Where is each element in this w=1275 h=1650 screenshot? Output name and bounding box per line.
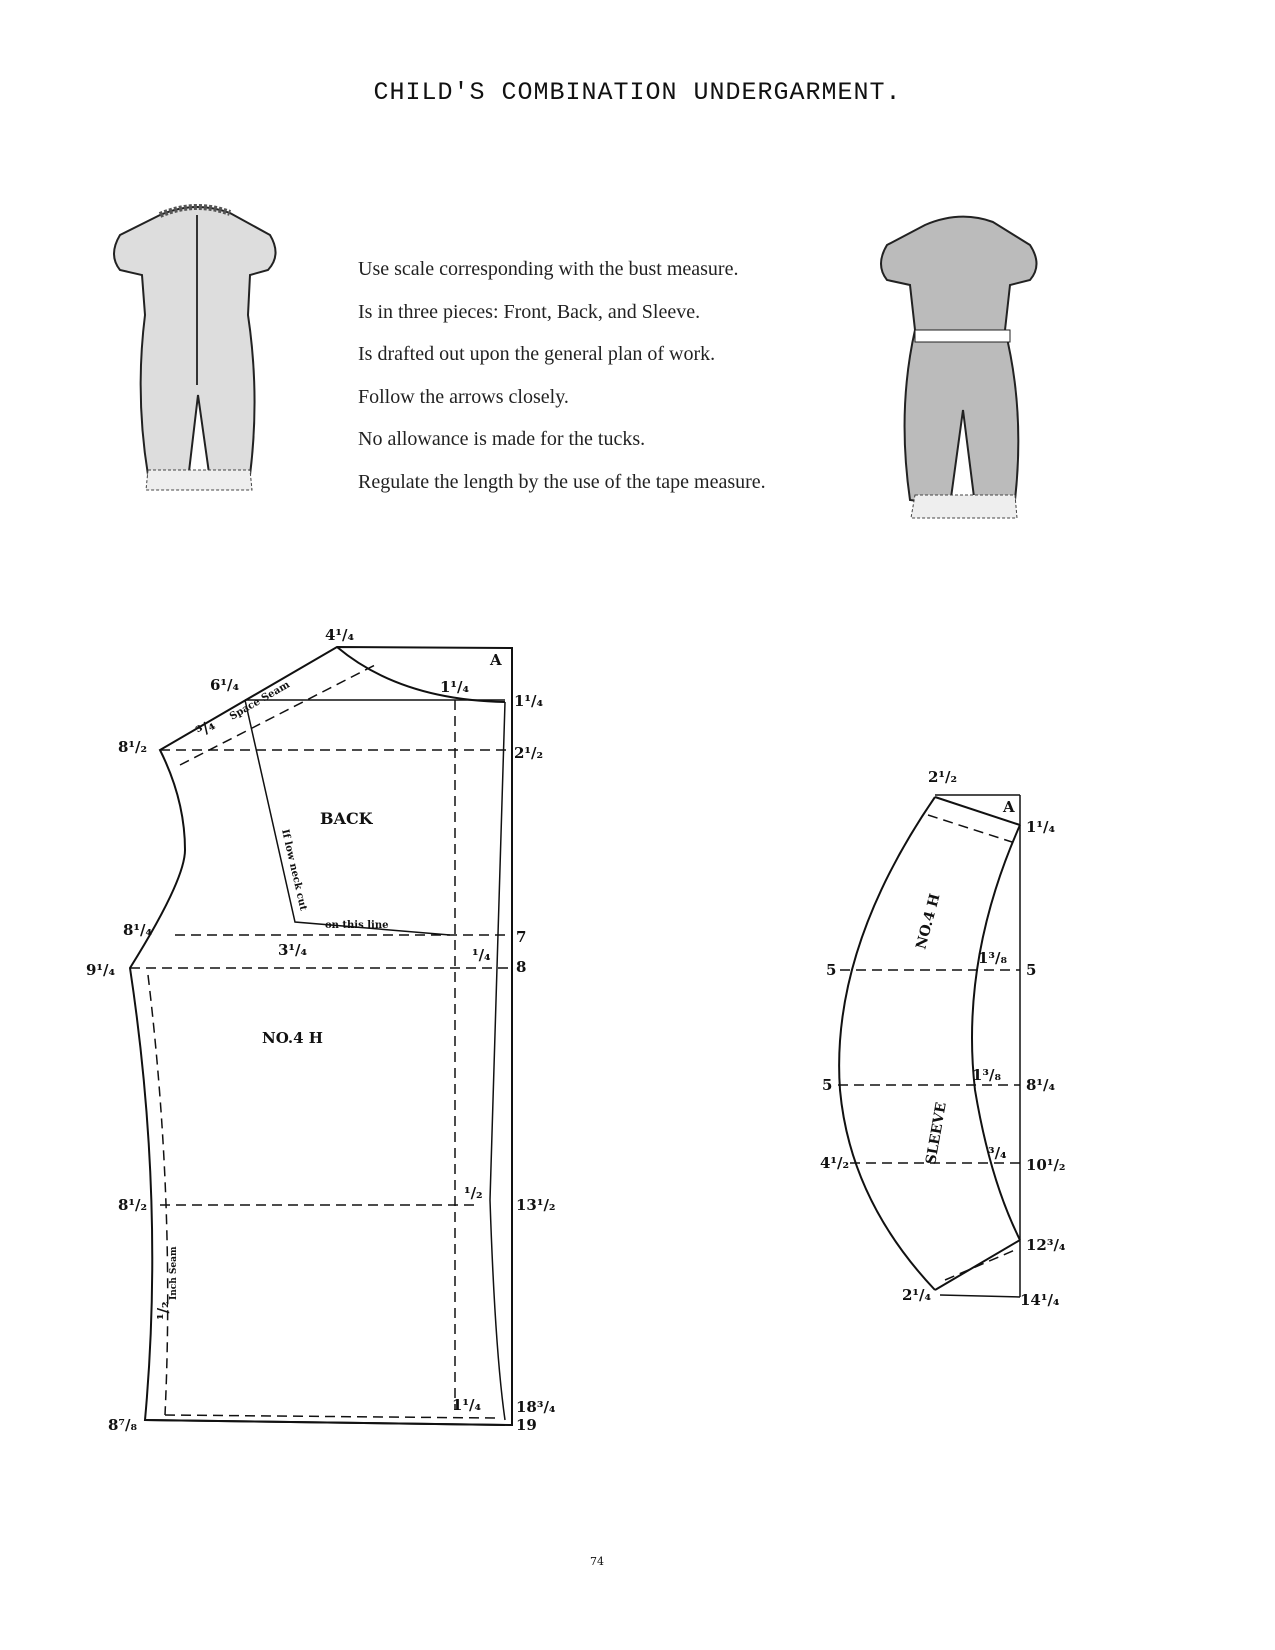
instruction-line: Follow the arrows closely. bbox=[358, 385, 569, 408]
piece-label: SLEEVE bbox=[923, 1101, 950, 1166]
measure-label: 1¹/₄ bbox=[452, 1396, 481, 1414]
measure-label: 4¹/₂ bbox=[820, 1154, 849, 1172]
measure-label: 9¹/₄ bbox=[86, 961, 115, 979]
measure-label: 8¹/₄ bbox=[123, 921, 152, 939]
size-label: NO.4 H bbox=[262, 1029, 323, 1047]
measure-label: 8 bbox=[516, 958, 526, 976]
measure-label: 1¹/₄ bbox=[1026, 818, 1055, 836]
measure-label: 12³/₄ bbox=[1026, 1236, 1066, 1254]
measure-label: 8¹/₂ bbox=[118, 738, 147, 756]
measure-label: 1¹/₄ bbox=[440, 678, 469, 696]
page-title: CHILD'S COMBINATION UNDERGARMENT. bbox=[373, 78, 902, 107]
measure-label: 2¹/₂ bbox=[514, 744, 543, 762]
measure-label: ¹/₂ bbox=[464, 1184, 483, 1202]
measure-label: 14¹/₄ bbox=[1020, 1291, 1060, 1309]
measure-label: 5 bbox=[822, 1076, 832, 1094]
instruction-line: Is in three pieces: Front, Back, and Sle… bbox=[358, 300, 701, 323]
piece-label: BACK bbox=[320, 809, 374, 828]
bottom-hem bbox=[144, 1419, 506, 1426]
on-line-note: on this line bbox=[325, 920, 388, 931]
measure-label: 2¹/₂ bbox=[928, 768, 957, 786]
corner-label: A bbox=[1002, 798, 1015, 816]
measure-label: 7 bbox=[516, 928, 526, 946]
measure-label: 3¹/₄ bbox=[278, 941, 307, 959]
measure-label: 8¹/₂ bbox=[118, 1196, 147, 1214]
measure-label: 19 bbox=[516, 1416, 537, 1434]
instruction-line: Use scale corresponding with the bust me… bbox=[358, 258, 739, 280]
corner-label: A bbox=[489, 651, 502, 669]
measure-label: 6¹/₄ bbox=[210, 676, 239, 694]
low-neck-line bbox=[244, 699, 451, 936]
page-number: 74 bbox=[590, 1555, 604, 1568]
measure-label: 8¹/₄ bbox=[1026, 1076, 1055, 1094]
measure-label: 18³/₄ bbox=[516, 1398, 556, 1416]
inch-seam-note: Inch Seam bbox=[169, 1246, 179, 1300]
instruction-line: Is drafted out upon the general plan of … bbox=[358, 343, 716, 365]
back-garment-illustration bbox=[880, 215, 1038, 519]
measure-label: 10¹/₂ bbox=[1026, 1156, 1066, 1174]
measure-label: ³/₄ bbox=[988, 1144, 1007, 1162]
instruction-line: No allowance is made for the tucks. bbox=[358, 428, 646, 450]
measure-label: 13¹/₂ bbox=[516, 1196, 556, 1214]
instruction-line: Regulate the length by the use of the ta… bbox=[358, 470, 766, 493]
instructions: Use scale corresponding with the bust me… bbox=[358, 248, 766, 503]
measure-label: 8⁷/₈ bbox=[108, 1416, 137, 1434]
measure-label: 4¹/₄ bbox=[325, 626, 354, 644]
measure-label: 1¹/₄ bbox=[514, 692, 543, 710]
measure-label: ¹/₄ bbox=[472, 946, 491, 964]
measure-label: 5 bbox=[826, 961, 836, 979]
size-label: NO.4 H bbox=[913, 892, 943, 951]
measure-label: 1³/₈ bbox=[972, 1066, 1001, 1084]
measure-label: 2¹/₄ bbox=[902, 1286, 931, 1304]
measure-label: 5 bbox=[1026, 961, 1036, 979]
measure-label: ¹/₂ bbox=[154, 1301, 172, 1320]
front-garment-illustration bbox=[113, 203, 277, 491]
measure-label: 1³/₈ bbox=[978, 949, 1007, 967]
